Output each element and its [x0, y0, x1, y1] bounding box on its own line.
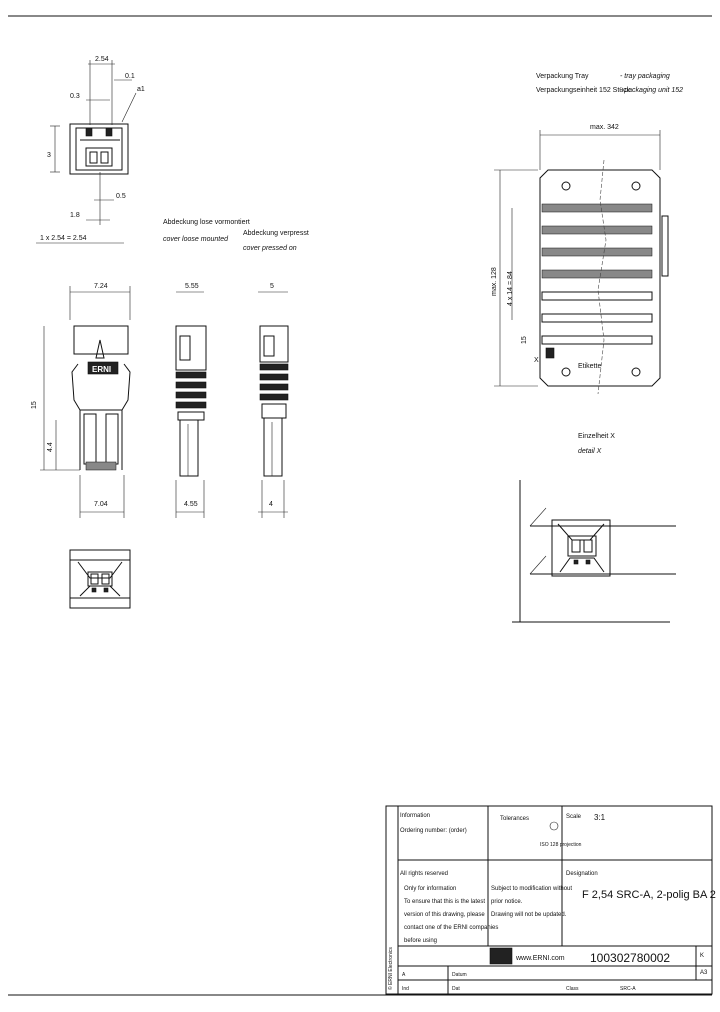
designation-label: Designation	[566, 871, 598, 877]
vertical-copyright: © ERNI Electronics	[387, 947, 394, 990]
bottom-view	[69, 549, 131, 609]
erni-brand-logo	[489, 947, 513, 965]
dim-4: 4	[269, 501, 273, 508]
dim-4-4: 4.4	[47, 442, 54, 452]
note-line-3: contact one of the ERNI companies	[404, 925, 498, 931]
drawing-note: Drawing will not be updated.	[491, 912, 567, 918]
info-only-text: Only for information	[404, 886, 456, 892]
etikette: Etikette	[578, 363, 601, 370]
marker-x: X	[534, 357, 539, 364]
rev-label: K	[700, 953, 704, 959]
class-label: Class	[566, 986, 579, 992]
note-line-4: before using	[404, 938, 437, 944]
tolerances-label: Tolerances	[500, 816, 529, 822]
row-a-text: Datum	[452, 972, 467, 978]
tray-de: Verpackung Tray	[536, 73, 589, 80]
website: www.ERNI.com	[515, 955, 565, 962]
designation-value: F 2,54 SRC-A, 2-polig BA 2	[582, 889, 716, 901]
scale-label: Scale	[566, 814, 582, 820]
dim-0-1: 0.1	[125, 73, 135, 80]
dim-15-tray: 15	[521, 336, 528, 344]
info-label: Information	[400, 813, 430, 819]
stick-en: - packaging unit 152	[620, 87, 683, 94]
rights-text: All rights reserved	[400, 871, 448, 877]
tray-en: - tray packaging	[620, 73, 670, 80]
scale-value: 3:1	[594, 813, 606, 822]
cover-loose-de: Abdeckung lose vormontiert	[163, 219, 250, 226]
cover-loose-en: cover loose mounted	[163, 236, 229, 243]
cover-pressed-en: cover pressed on	[243, 245, 297, 252]
dim-5: 5	[270, 283, 274, 290]
dim-4-55: 4.55	[184, 501, 198, 508]
dim-0-3: 0.3	[70, 93, 80, 100]
dim-1-8: 1.8	[70, 212, 80, 219]
stick-de: Verpackungseinheit 152 Stück	[536, 87, 631, 94]
dim-5-55: 5.55	[185, 283, 199, 290]
sheet-label: A3	[700, 970, 708, 976]
row-b: Ind	[402, 986, 409, 992]
erni-logo: ERNI	[92, 365, 111, 374]
dim-7-24: 7.24	[94, 283, 108, 290]
dim-pitch: 1 x 2.54 = 2.54	[40, 235, 87, 242]
detail-title-en: detail X	[578, 448, 602, 455]
side-view-loose: 5.55 4.55	[175, 283, 207, 518]
note-line-2: version of this drawing, please	[404, 912, 485, 918]
dim-3: 3	[47, 152, 51, 159]
dim-15: 15	[31, 401, 38, 409]
side-view-main: 7.24 ERNI 15 4.4 7.04	[31, 283, 131, 518]
subject-line-2: prior notice.	[491, 899, 523, 905]
ordering-number: Ordering number: (order)	[400, 828, 467, 834]
cover-pressed-de: Abdeckung verpresst	[243, 230, 309, 237]
detail-title-de: Einzelheit X	[578, 433, 615, 440]
part-number: 100302780002	[590, 951, 670, 965]
front-view: 2.54 0.1 a1 0.3 3 0.5 1.8 1 x 2.54 = 2.5…	[36, 56, 145, 244]
dim-7-04: 7.04	[94, 501, 108, 508]
dim-max-128: max. 128	[491, 267, 498, 296]
projection-label: ISO 128 projection	[540, 842, 582, 848]
side-view-pressed: 5 4	[258, 283, 289, 518]
row-b-text: Dat	[452, 986, 460, 992]
dim-0-5: 0.5	[116, 193, 126, 200]
title-block: © ERNI Electronics Information Ordering …	[385, 805, 716, 995]
cover-notes: Abdeckung lose vormontiert cover loose m…	[163, 219, 309, 252]
dim-a1: a1	[137, 86, 145, 93]
subject-line-1: Subject to modification without	[491, 886, 572, 892]
note-line-1: To ensure that this is the latest	[404, 899, 485, 905]
class-value: SRC-A	[620, 986, 636, 992]
dim-4x14: 4 x 14 = 84	[507, 271, 514, 306]
row-a: A	[402, 972, 406, 978]
dim-2-54: 2.54	[95, 56, 109, 63]
dim-max-342: max. 342	[590, 124, 619, 131]
detail-x: Einzelheit X detail X	[512, 433, 676, 623]
packaging-tray: Verpackung Tray - tray packaging Verpack…	[491, 73, 683, 395]
